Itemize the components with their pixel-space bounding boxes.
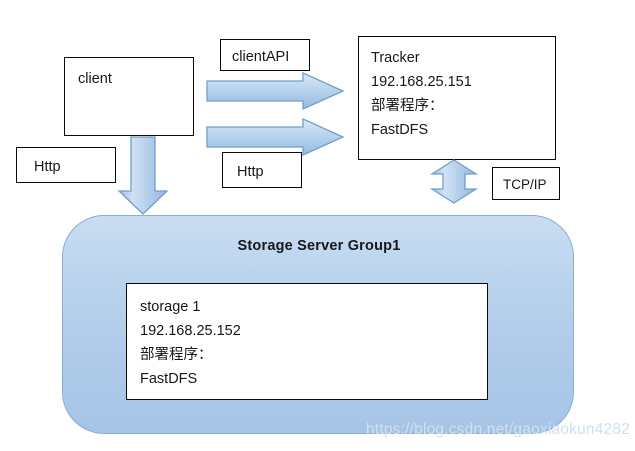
storage-1-box: storage 1 192.168.25.152 部署程序： FastDFS (126, 283, 488, 400)
tracker-box: Tracker 192.168.25.151 部署程序： FastDFS (358, 36, 556, 160)
storage-1-software: FastDFS (140, 371, 198, 387)
client-box: client (64, 57, 194, 136)
http-left-label: Http (34, 159, 61, 175)
storage-1-deploy-label: 部署程序： (140, 347, 213, 363)
storage-1-ip: 192.168.25.152 (140, 323, 241, 339)
http-middle-label: Http (237, 164, 264, 180)
tracker-deploy-label: 部署程序： (371, 98, 444, 114)
arrow-client-to-tracker-lower (206, 117, 346, 157)
tracker-ip: 192.168.25.151 (371, 74, 472, 90)
tcp-ip-box: TCP/IP (492, 167, 560, 200)
http-middle-box: Http (222, 152, 302, 188)
client-label: client (78, 71, 112, 87)
storage-1-text-block: storage 1 192.168.25.152 部署程序： FastDFS (140, 295, 241, 391)
arrow-client-to-storage-group (117, 136, 170, 216)
watermark-text: https://blog.csdn.net/gaoxiaokun4282 (366, 421, 631, 438)
arrow-client-to-tracker-upper (206, 71, 346, 111)
storage-server-group-title: Storage Server Group1 (237, 238, 401, 254)
tracker-text-block: Tracker 192.168.25.151 部署程序： FastDFS (371, 46, 472, 142)
client-api-box: clientAPI (220, 39, 310, 71)
arrow-tracker-to-storage-group (428, 159, 482, 205)
tracker-software: FastDFS (371, 122, 429, 138)
http-left-box: Http (16, 147, 116, 183)
tracker-name: Tracker (371, 50, 420, 66)
client-api-label: clientAPI (232, 49, 290, 65)
storage-1-name: storage 1 (140, 299, 201, 315)
tcp-ip-label: TCP/IP (503, 177, 547, 192)
